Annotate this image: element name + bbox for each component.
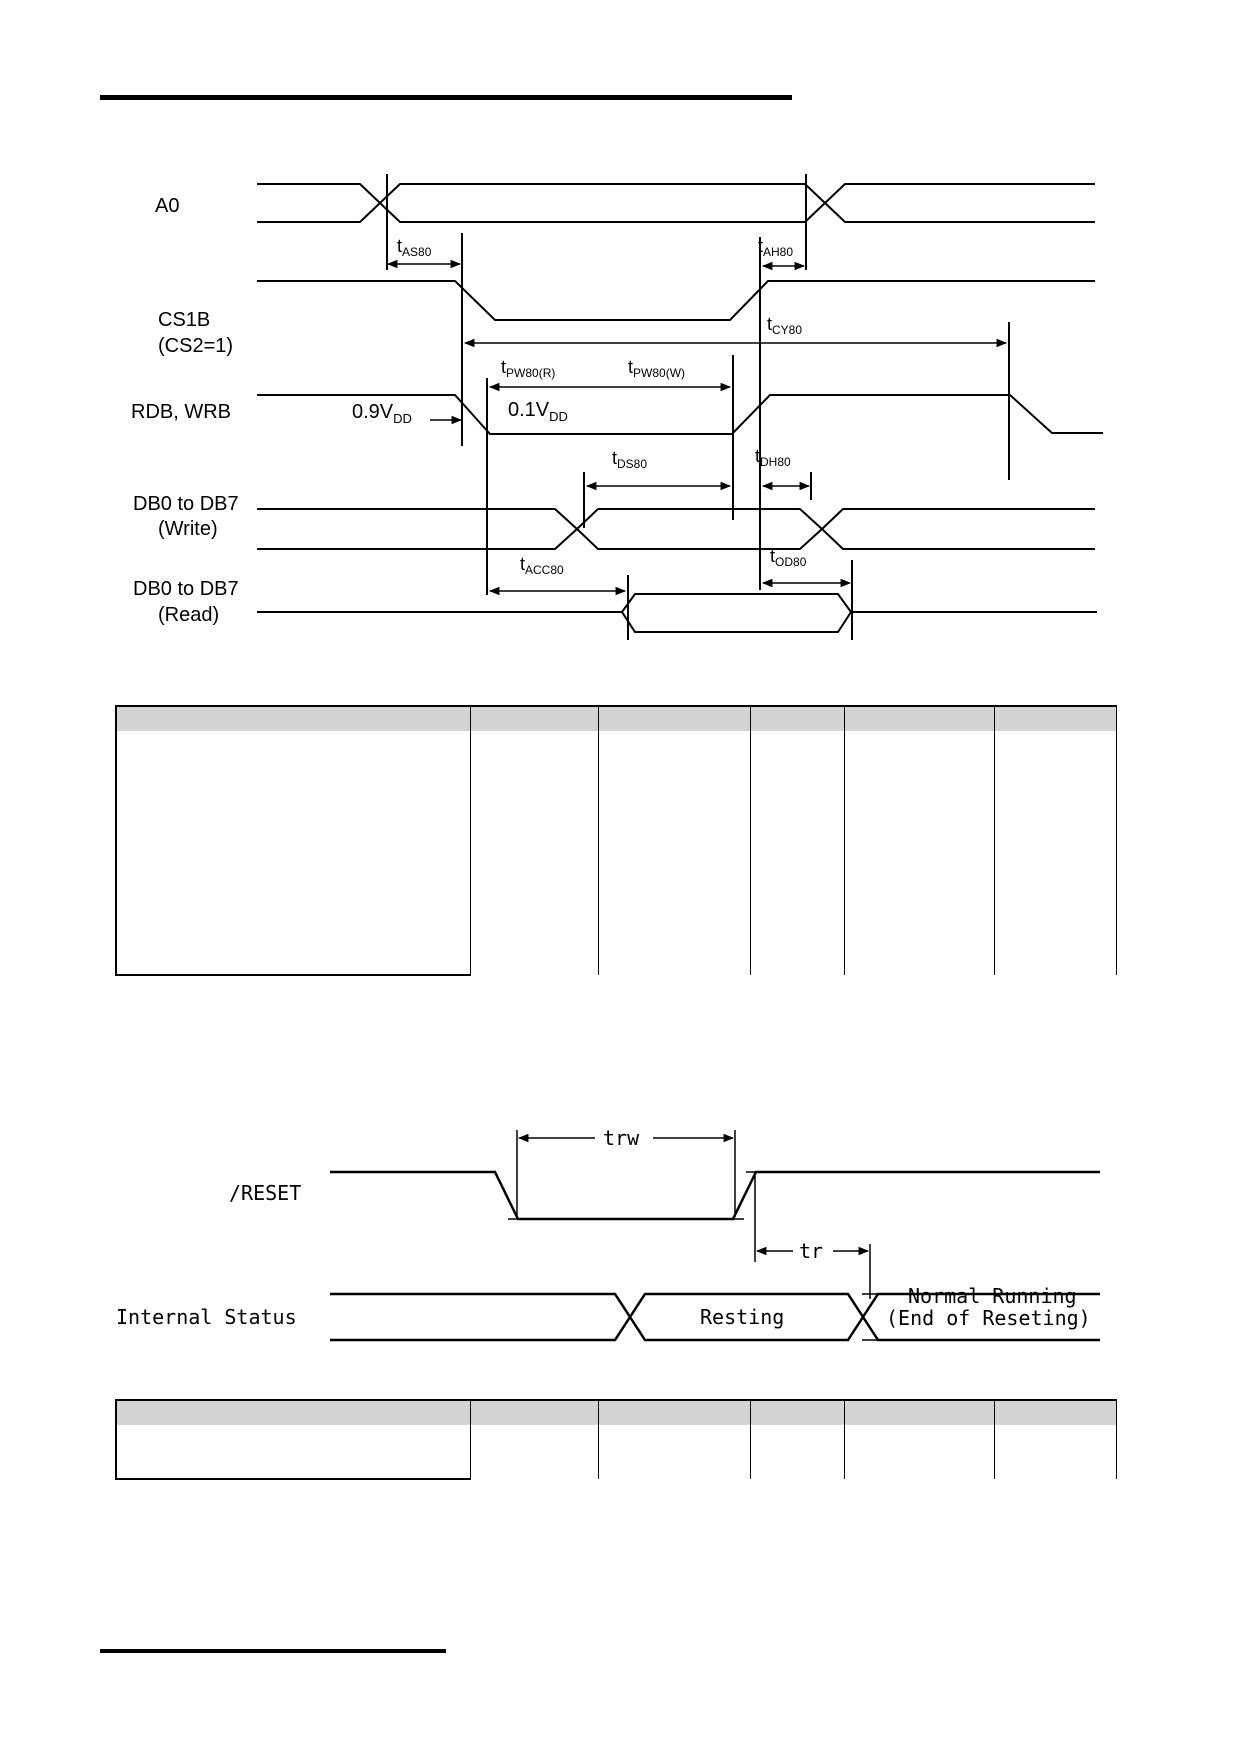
table-row xyxy=(115,1425,1117,1480)
table-cell xyxy=(598,731,751,975)
tacc80-label: tACC80 xyxy=(520,554,564,577)
table-header-row xyxy=(115,705,1117,731)
v01-label: 0.1VDD xyxy=(508,399,568,424)
table-cell xyxy=(994,1425,1117,1479)
signal-label-a0: A0 xyxy=(155,195,179,217)
table-header-cell xyxy=(994,1399,1117,1425)
internal-status-waveform xyxy=(330,1292,1100,1342)
signal-label-db-read-mode: (Read) xyxy=(158,604,219,626)
rdb-wrb-waveform xyxy=(257,394,1103,435)
footer-rule xyxy=(100,1649,446,1653)
tr-label: tr xyxy=(799,1239,823,1263)
tcy80-label: tCY80 xyxy=(767,314,802,337)
tod80-label: tOD80 xyxy=(770,546,807,569)
table-header-cell xyxy=(598,705,751,731)
table-cell xyxy=(750,731,845,975)
timing-parameter-table xyxy=(115,705,1117,976)
v09-label: 0.9VDD xyxy=(352,401,412,426)
signal-label-rdb-wrb: RDB, WRB xyxy=(131,401,231,423)
signal-label-db-write-mode: (Write) xyxy=(158,518,218,540)
table-header-cell xyxy=(750,705,845,731)
table-header-cell xyxy=(470,1399,599,1425)
a0-waveform xyxy=(257,183,1095,223)
tds80-label: tDS80 xyxy=(612,448,647,471)
table-header-cell xyxy=(844,705,995,731)
table-header-cell xyxy=(470,705,599,731)
signal-label-cs1b: CS1B xyxy=(158,309,210,331)
tpw80r-label: tPW80(R) xyxy=(501,357,555,380)
signal-label-db-write: DB0 to DB7 xyxy=(133,493,239,515)
header-rule xyxy=(100,95,792,100)
reset-waveform xyxy=(330,1170,1100,1221)
table-cell xyxy=(598,1425,751,1479)
table-cell xyxy=(750,1425,845,1479)
reset-parameter-table xyxy=(115,1399,1117,1480)
cs1b-waveform xyxy=(257,280,1095,321)
table-cell xyxy=(470,1425,599,1479)
table-row xyxy=(115,731,1117,976)
signal-label-internal-status: Internal Status xyxy=(116,1305,297,1329)
table-header-cell xyxy=(844,1399,995,1425)
table-cell xyxy=(115,1425,471,1480)
signal-label-cs2: (CS2=1) xyxy=(158,335,233,357)
signal-label-reset: /RESET xyxy=(229,1181,301,1205)
table-header-row xyxy=(115,1399,1117,1425)
table-cell xyxy=(844,1425,995,1479)
table-cell xyxy=(115,731,471,976)
end-of-reseting-label: (End of Reseting) xyxy=(886,1306,1091,1330)
tas80-label: tAS80 xyxy=(397,236,432,259)
table-header-cell xyxy=(994,705,1117,731)
table-header-cell xyxy=(598,1399,751,1425)
table-header-cell xyxy=(115,705,471,731)
tah80-label: tAH80 xyxy=(758,236,793,259)
tpw80w-label: tPW80(W) xyxy=(628,357,685,380)
trw-label: trw xyxy=(603,1126,640,1150)
signal-label-db-read: DB0 to DB7 xyxy=(133,578,239,600)
bus-timing-diagram: A0 CS1B (CS2=1) RDB, WRB DB0 to DB7 (Wri… xyxy=(131,174,1103,640)
tdh80-label: tDH80 xyxy=(755,446,791,469)
table-cell xyxy=(844,731,995,975)
db-write-waveform xyxy=(257,508,1095,550)
table-cell xyxy=(994,731,1117,975)
resting-label: Resting xyxy=(700,1305,784,1329)
normal-running-label: Normal Running xyxy=(908,1284,1077,1308)
table-header-cell xyxy=(750,1399,845,1425)
table-header-cell xyxy=(115,1399,471,1425)
table-cell xyxy=(470,731,599,975)
